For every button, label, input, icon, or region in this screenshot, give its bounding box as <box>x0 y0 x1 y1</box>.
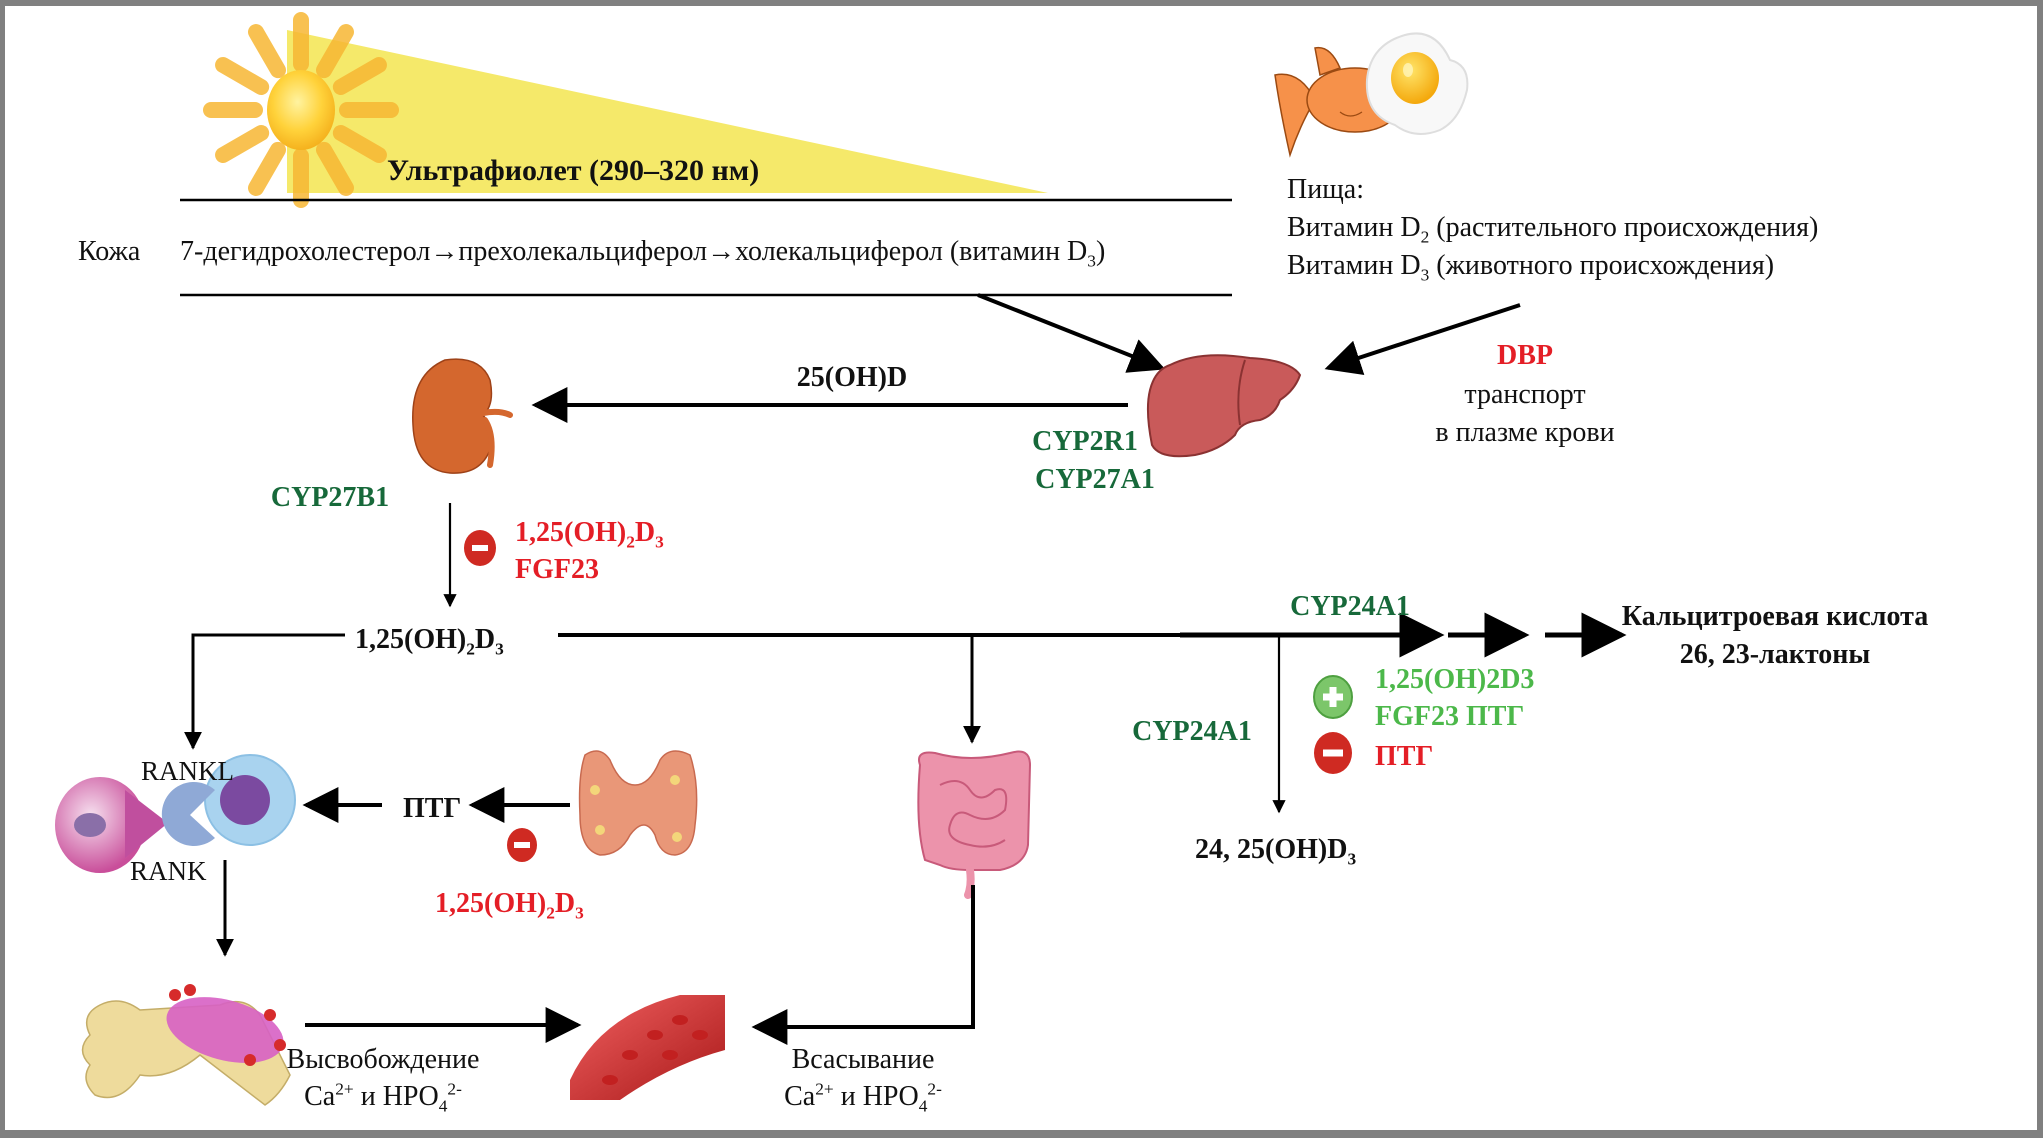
intestine-icon <box>917 750 1032 899</box>
dbp-label: DBP <box>1497 340 1553 371</box>
bone-icon <box>81 984 291 1106</box>
skin-to-liver-arrow <box>977 293 1166 373</box>
release-ions: Ca2+ и HPO42- <box>304 1079 462 1116</box>
active-form-calcitriol: 1,25(OH)2D3 <box>355 624 504 659</box>
enzyme-cyp24a1-top: CYP24A1 <box>1290 591 1410 622</box>
diagram-canvas: Ультрафиолет (290–320 нм) Кожа 7-дегидро… <box>5 6 2037 1130</box>
food-title: Пища: <box>1287 174 1364 205</box>
parathyroid-icon <box>578 750 698 856</box>
intestine-to-blood-arrow <box>751 885 975 1045</box>
minus-icon <box>1314 732 1352 774</box>
skin-pathway: 7-дегидрохолестерол→прехолекальциферол→х… <box>180 236 1106 271</box>
enzyme-cyp27b1: CYP27B1 <box>270 482 390 513</box>
rank-label: RANK <box>130 856 207 886</box>
osteoclast-precursor-icon <box>55 777 168 873</box>
skin-label: Кожа <box>78 236 141 267</box>
fried-egg-icon <box>1365 32 1469 135</box>
food-to-liver-arrow <box>1324 303 1521 376</box>
uv-beam <box>287 30 1048 193</box>
enzyme-cyp2r1: CYP2R1 <box>1032 426 1138 457</box>
branch-to-bone-cells <box>184 633 345 750</box>
food-vitamin-d3: Витамин D3 (животного происхождения) <box>1287 250 1775 285</box>
transport-line1: транспорт <box>1464 379 1586 410</box>
rankl-label: RANKL <box>141 756 234 786</box>
uv-label: Ультрафиолет (290–320 нм) <box>387 154 760 187</box>
end-product-lactones: 26, 23-лактоны <box>1679 639 1871 670</box>
liver-icon <box>1146 354 1302 458</box>
blood-vessel-icon <box>570 995 725 1100</box>
kidney-icon <box>412 358 513 474</box>
minus-icon <box>507 828 537 862</box>
absorption-label: Всасывание <box>791 1044 935 1075</box>
enzyme-cyp24a1-side: CYP24A1 <box>1132 716 1252 747</box>
end-product-calcitroic-acid: Кальцитроевая кислота <box>1621 601 1929 632</box>
catabolism-stimulators-line1: 1,25(OH)2D3 <box>1375 664 1535 695</box>
kidney-inhibitor-calcitriol: 1,25(OH)2D3 <box>515 517 664 552</box>
food-vitamin-d2: Витамин D2 (растительного происхождения) <box>1287 212 1819 247</box>
sun-icon <box>203 12 399 208</box>
transport-line2: в плазме крови <box>1435 417 1615 448</box>
kidney-inhibitor-fgf23: FGF23 <box>515 554 599 585</box>
plus-icon <box>1313 675 1353 719</box>
absorption-ions: Ca2+ и HPO42- <box>784 1079 942 1116</box>
pth-inhibitor-calcitriol: 1,25(OH)2D3 <box>435 888 584 923</box>
product-2425ohd3: 24, 25(OH)D3 <box>1195 834 1357 869</box>
catabolism-stimulators-line2: FGF23 ПТГ <box>1375 701 1525 732</box>
enzyme-cyp27a1: CYP27A1 <box>1035 464 1155 495</box>
minus-icon <box>464 530 496 566</box>
product-25ohd: 25(OH)D <box>796 362 908 393</box>
osteoblast-icon <box>161 754 296 846</box>
catabolism-inhibitor-pth: ПТГ <box>1375 741 1434 772</box>
pth-label: ПТГ <box>403 793 462 824</box>
release-label: Высвобождение <box>286 1044 480 1075</box>
